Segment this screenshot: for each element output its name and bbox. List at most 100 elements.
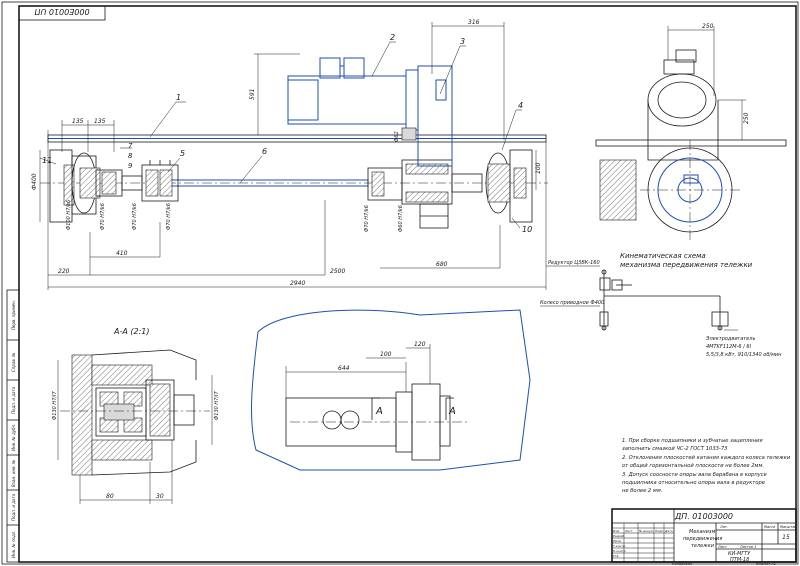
kinematic-motor-2: 4MTKF112M-6 / 6l	[706, 344, 752, 350]
dim-100-b: 100	[380, 351, 392, 358]
dim-120: 120	[414, 341, 426, 348]
position-5: 5	[180, 149, 185, 158]
col-scale: Масштаб	[780, 525, 797, 529]
main-assembly-view: 1 2 3 4 5 6 7 8 9 10 11 135 135 316 591 …	[31, 19, 548, 290]
kinematic-title-1: Кинематическая схема	[620, 252, 706, 260]
dim-220: 220	[58, 268, 70, 275]
sheet-label: Лист	[717, 545, 728, 549]
position-1: 1	[176, 93, 181, 102]
dim-62: Ф62	[394, 131, 400, 142]
note-line-6: подшипника относительно опоры вала в ред…	[622, 480, 765, 486]
dim-250-b: 250	[743, 112, 750, 124]
kinematic-title-2: механизма передвижения тележки	[620, 261, 753, 269]
sheets-label: Листов 1	[739, 545, 756, 549]
format-label: Формат А1	[756, 562, 776, 566]
strip-label-5: Взам. инв. №	[11, 460, 16, 487]
fit-3: Ф70 H7/k6	[132, 203, 138, 230]
dim-80: 80	[106, 493, 114, 500]
fit-5: Ф70 H7/k6	[364, 205, 370, 232]
strip-label-6: Подп. и дата	[11, 493, 16, 521]
side-view: 250 250	[595, 23, 787, 240]
header-doc: № докум.	[638, 529, 654, 533]
col-mass: Масса	[764, 525, 775, 529]
strip-label-7: Инв. № подл.	[11, 530, 16, 558]
position-4: 4	[518, 101, 523, 110]
kinematic-motor-3: 5,5/3,8 кВт, 910/1340 об/мин	[706, 352, 782, 358]
motor	[287, 75, 407, 125]
position-8: 8	[128, 152, 133, 160]
fit-4: Ф70 H7/k6	[166, 203, 172, 230]
fit-8: Ф130 H7/l7	[214, 391, 220, 420]
role-ncontrol: Н.контр.	[613, 549, 626, 553]
sheet-count: 15	[782, 534, 790, 541]
kinematic-wheel: Колесо приводное Ф400	[540, 300, 604, 306]
strip-label-4: Инв. № дубл.	[11, 424, 16, 451]
note-line-2: заполнить смазкой ЧС-2 ГОСТ 1033-73	[622, 446, 727, 452]
dim-2500: 2500	[330, 268, 345, 275]
position-10: 10	[522, 225, 532, 234]
sheet-frame	[18, 5, 797, 563]
fit-6: Ф60 H7/k6	[398, 205, 404, 232]
position-11: 11	[42, 156, 52, 165]
fit-2: Ф70 H7/k6	[100, 203, 106, 230]
copied-label: Копировал	[672, 562, 693, 566]
note-line-3: 2. Отклонения плоскостей катания каждого…	[622, 455, 791, 461]
drawing-code: ДП. 01003000	[674, 512, 733, 521]
fit-7: Ф130 H7/l7	[52, 391, 58, 420]
drawing-title-3: тележки	[691, 543, 715, 549]
dim-100: 100	[535, 162, 542, 174]
position-7: 7	[128, 142, 133, 150]
dim-2940: 2940	[290, 280, 305, 287]
dim-135-a: 135	[72, 118, 84, 125]
dim-400: Ф400	[31, 173, 38, 190]
header-izm: Изм.	[613, 529, 620, 533]
dim-250: 250	[702, 23, 714, 30]
section-view: А-А (2:1) 80 30 Ф130 H7/l7 Ф130 H7/l7	[52, 327, 220, 504]
side-strip: Перв. примен. Справ. № Подп. и дата Инв.…	[6, 289, 20, 563]
drawing-title-1: Механизм	[689, 529, 716, 535]
technical-notes: 1. При сборке подшипники и зубчатые заце…	[622, 438, 791, 494]
dim-410: 410	[116, 250, 128, 257]
note-line-7: не более 2 мм.	[622, 488, 662, 494]
corner-code: 000E0010 UП	[34, 7, 89, 16]
role-checker: Пров.	[613, 539, 622, 543]
kinematic-reducer: Редуктор Ц3ВК-160	[548, 260, 600, 266]
section-marker-a-1: А	[375, 406, 383, 417]
dim-135-b: 135	[94, 118, 106, 125]
note-line-1: 1. При сборке подшипники и зубчатые заце…	[622, 438, 763, 444]
section-marker-a-2: А	[448, 406, 456, 417]
dim-644: 644	[338, 365, 350, 372]
role-developer: Разраб.	[613, 534, 625, 538]
section-label: А-А (2:1)	[113, 327, 150, 336]
position-3: 3	[460, 37, 465, 46]
reducer	[417, 65, 453, 167]
header-list: Лист	[624, 529, 633, 533]
org-line-1: КИ-МГТУ	[728, 551, 751, 557]
corner-code-box: 000E0010 UП	[18, 5, 106, 21]
header-date: Дата	[664, 529, 673, 533]
col-lit: Лит.	[719, 525, 728, 529]
strip-label-2: Справ. №	[11, 353, 16, 372]
strip-label-1: Перв. примен.	[11, 300, 16, 330]
kinematic-scheme: Кинематическая схема механизма передвиже…	[540, 252, 782, 358]
title-block: ДП. 01003000 Механизм передвижения тележ…	[611, 508, 797, 563]
org-line-2: ПТМ-18	[730, 557, 749, 563]
detail-view: 644 100 120 А А	[251, 309, 531, 471]
dim-591: 591	[249, 89, 256, 100]
strip-label-3: Подп. и дата	[11, 386, 16, 414]
drawing-title-2: передвижения	[683, 536, 722, 542]
fit-1: Ф100 H7/k6	[66, 200, 72, 230]
note-line-5: 3. Допуск соосности опоры вала барабана …	[622, 472, 767, 478]
position-2: 2	[390, 33, 395, 42]
header-sign: Подп.	[655, 529, 664, 533]
role-approver: Утв.	[613, 554, 619, 558]
kinematic-motor-1: Электродвигатель	[705, 336, 755, 342]
dim-316: 316	[468, 19, 480, 26]
position-6: 6	[262, 147, 267, 156]
role-tcontrol: Т.контр.	[613, 544, 626, 548]
note-line-4: от общей горизонтальной плоскости не бол…	[622, 463, 764, 469]
dim-680: 680	[436, 261, 448, 268]
position-9: 9	[128, 162, 133, 170]
